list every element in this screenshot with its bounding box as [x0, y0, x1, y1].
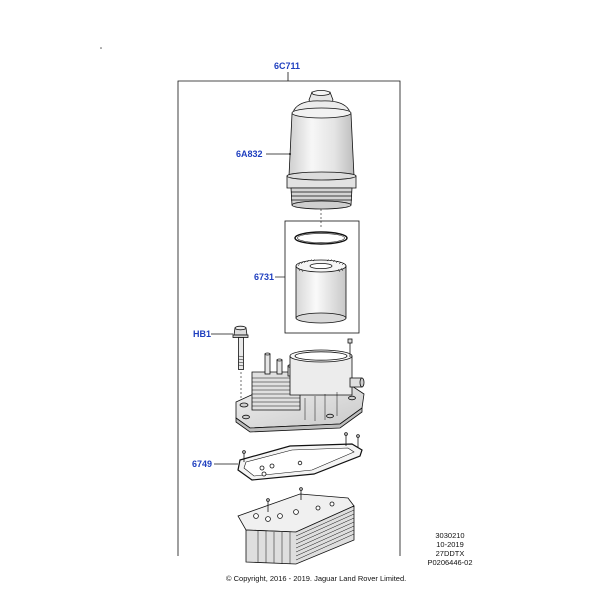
callout-6749[interactable]: 6749	[192, 459, 213, 469]
meta-line-2: 10-2019	[436, 540, 464, 549]
meta-line-1: 3030210	[435, 531, 465, 540]
filter-cap-drawing	[286, 90, 357, 210]
oil-cooler-drawing	[237, 487, 355, 565]
bolt-drawing	[232, 325, 249, 370]
assembly-frame	[177, 72, 401, 556]
leader-dot-icon	[289, 153, 291, 155]
callout-6a832[interactable]: 6A832	[236, 149, 263, 159]
meta-line-3: 27DDTX	[435, 549, 465, 558]
gasket-drawing	[237, 432, 363, 481]
callout-hb1[interactable]: HB1	[193, 329, 212, 339]
filter-element-drawing	[294, 231, 348, 324]
callout-6c711[interactable]: 6C711	[274, 61, 301, 71]
meta-block: 3030210 10-2019 27DDTX P0206446-02	[424, 531, 476, 567]
corner-mark-icon	[100, 47, 102, 49]
copyright-notice: © Copyright, 2016 - 2019. Jaguar Land Ro…	[226, 574, 407, 583]
filter-housing-drawing	[235, 338, 365, 433]
meta-line-4: P0206446-02	[427, 558, 473, 567]
callout-6731[interactable]: 6731	[254, 272, 275, 282]
